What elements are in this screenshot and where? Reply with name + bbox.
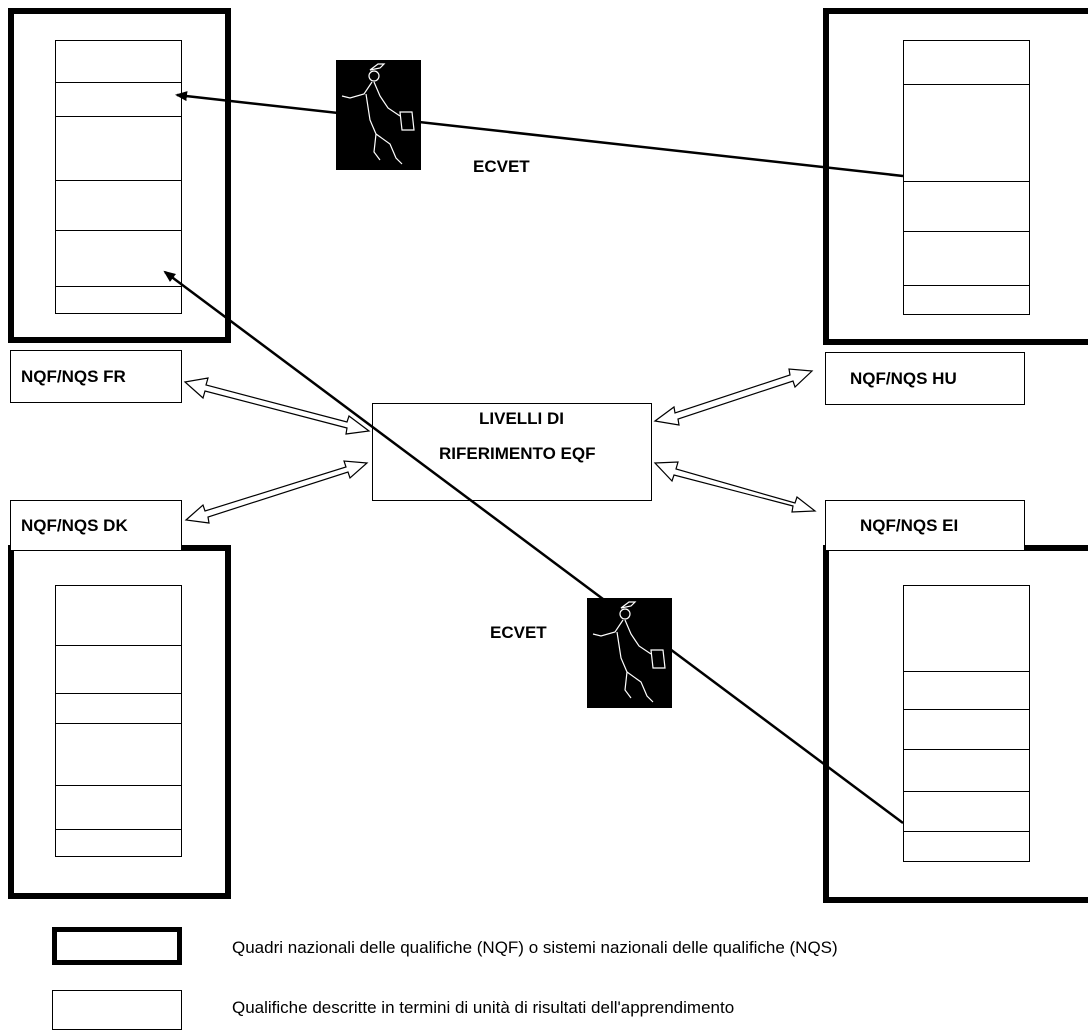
unit-row (56, 231, 181, 287)
unit-row (904, 750, 1029, 792)
label-ei: NQF/NQS EI (825, 500, 1025, 551)
unit-row (56, 117, 181, 181)
unit-row (904, 41, 1029, 85)
legend-nqf-swatch (52, 927, 182, 965)
unit-row (56, 586, 181, 646)
unit-row (56, 83, 181, 117)
label-hu: NQF/NQS HU (825, 352, 1025, 405)
legend-nqf-text: Quadri nazionali delle qualifiche (NQF) … (232, 938, 838, 957)
double-arrow-ei-eqf (653, 461, 817, 513)
qualification-stack-fr (55, 40, 182, 314)
unit-row (904, 182, 1029, 232)
unit-row (904, 232, 1029, 286)
unit-row (56, 786, 181, 830)
double-arrow-fr-eqf (183, 377, 371, 435)
label-fr: NQF/NQS FR (10, 350, 182, 403)
qualification-stack-ei (903, 585, 1030, 862)
unit-row (904, 710, 1029, 750)
ecvet-transfer-line-ei-fr (163, 270, 904, 825)
unit-row (56, 646, 181, 694)
unit-row (904, 792, 1029, 832)
double-arrow-dk-eqf (184, 460, 369, 524)
unit-row (56, 181, 181, 231)
eqf-title-line2: RIFERIMENTO EQF (439, 444, 596, 463)
unit-row (904, 586, 1029, 672)
label-dk: NQF/NQS DK (10, 500, 182, 551)
walking-traveller-icon-bottom (587, 598, 672, 708)
legend-qualification-text: Qualifiche descritte in termini di unità… (232, 998, 735, 1017)
qualification-stack-hu (903, 40, 1030, 315)
ecvet-label-bottom: ECVET (490, 623, 547, 642)
eqf-reference-levels-box: LIVELLI DI RIFERIMENTO EQF (372, 403, 652, 501)
unit-row (904, 672, 1029, 710)
walking-traveller-icon-top (336, 60, 421, 170)
qualification-stack-dk (55, 585, 182, 857)
ecvet-label-top: ECVET (473, 157, 530, 176)
ecvet-transfer-line-hu-fr (175, 91, 904, 178)
unit-row (904, 85, 1029, 182)
eqf-title-line1: LIVELLI DI (479, 409, 564, 428)
unit-row (56, 694, 181, 724)
unit-row (56, 41, 181, 83)
unit-row (56, 724, 181, 786)
double-arrow-hu-eqf (653, 368, 814, 426)
legend-qualification-swatch (52, 990, 182, 1030)
